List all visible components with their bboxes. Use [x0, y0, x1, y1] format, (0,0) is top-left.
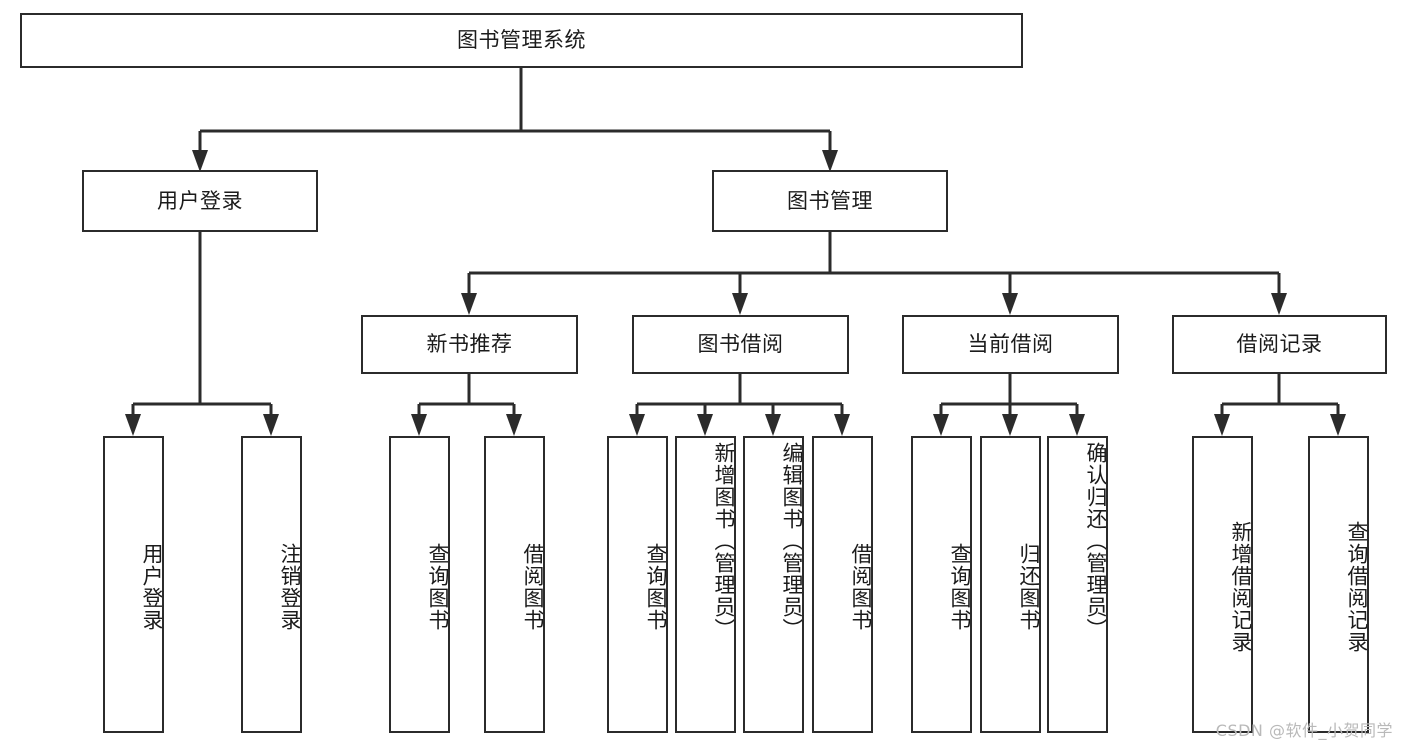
node-label: 当前借阅 — [967, 332, 1054, 357]
leaf-add-borrow-record[interactable]: 新增借阅记录 — [1192, 436, 1253, 733]
leaf-confirm-return-admin[interactable]: 确认归还（管理员） — [1047, 436, 1108, 733]
leaf-edit-book-admin[interactable]: 编辑图书（管理员） — [743, 436, 804, 733]
node-label: 用户登录 — [140, 542, 164, 631]
node-label: 借阅图书 — [849, 542, 873, 631]
node-user-login[interactable]: 用户登录 — [82, 170, 318, 232]
leaf-add-book-admin[interactable]: 新增图书（管理员） — [675, 436, 736, 733]
leaf-user-logout[interactable]: 注销登录 — [241, 436, 302, 733]
leaf-return-book[interactable]: 归还图书 — [980, 436, 1041, 733]
node-label: 借阅图书 — [521, 542, 545, 631]
leaf-borrow-book[interactable]: 借阅图书 — [812, 436, 873, 733]
node-label: 查询借阅记录 — [1345, 520, 1369, 653]
node-new-book-recommend[interactable]: 新书推荐 — [361, 315, 578, 374]
node-label: 用户登录 — [157, 188, 243, 213]
node-label: 确认归还（管理员） — [1084, 442, 1108, 640]
arrowheads — [125, 150, 1346, 436]
node-label: 图书管理系统 — [457, 28, 586, 53]
node-current-borrow[interactable]: 当前借阅 — [902, 315, 1119, 374]
leaf-query-book-current[interactable]: 查询图书 — [911, 436, 972, 733]
node-borrow-record[interactable]: 借阅记录 — [1172, 315, 1387, 374]
node-label: 编辑图书（管理员） — [780, 442, 804, 640]
node-label: 查询图书 — [948, 542, 972, 631]
leaf-borrow-book-rec[interactable]: 借阅图书 — [484, 436, 545, 733]
node-label: 图书管理 — [787, 188, 873, 213]
leaf-user-login[interactable]: 用户登录 — [103, 436, 164, 733]
node-label: 新增借阅记录 — [1229, 520, 1253, 653]
node-label: 查询图书 — [644, 542, 668, 631]
node-label: 新增图书（管理员） — [712, 442, 736, 640]
node-root-system[interactable]: 图书管理系统 — [20, 13, 1023, 68]
node-label: 注销登录 — [278, 542, 302, 631]
node-label: 查询图书 — [426, 542, 450, 631]
node-label: 归还图书 — [1017, 542, 1041, 631]
leaf-query-book-borrow[interactable]: 查询图书 — [607, 436, 668, 733]
leaf-query-borrow-record[interactable]: 查询借阅记录 — [1308, 436, 1369, 733]
node-label: 图书借阅 — [697, 332, 784, 357]
node-label: 新书推荐 — [426, 332, 513, 357]
leaf-query-book-rec[interactable]: 查询图书 — [389, 436, 450, 733]
node-label: 借阅记录 — [1236, 332, 1323, 357]
node-book-borrow[interactable]: 图书借阅 — [632, 315, 849, 374]
node-book-manage[interactable]: 图书管理 — [712, 170, 948, 232]
